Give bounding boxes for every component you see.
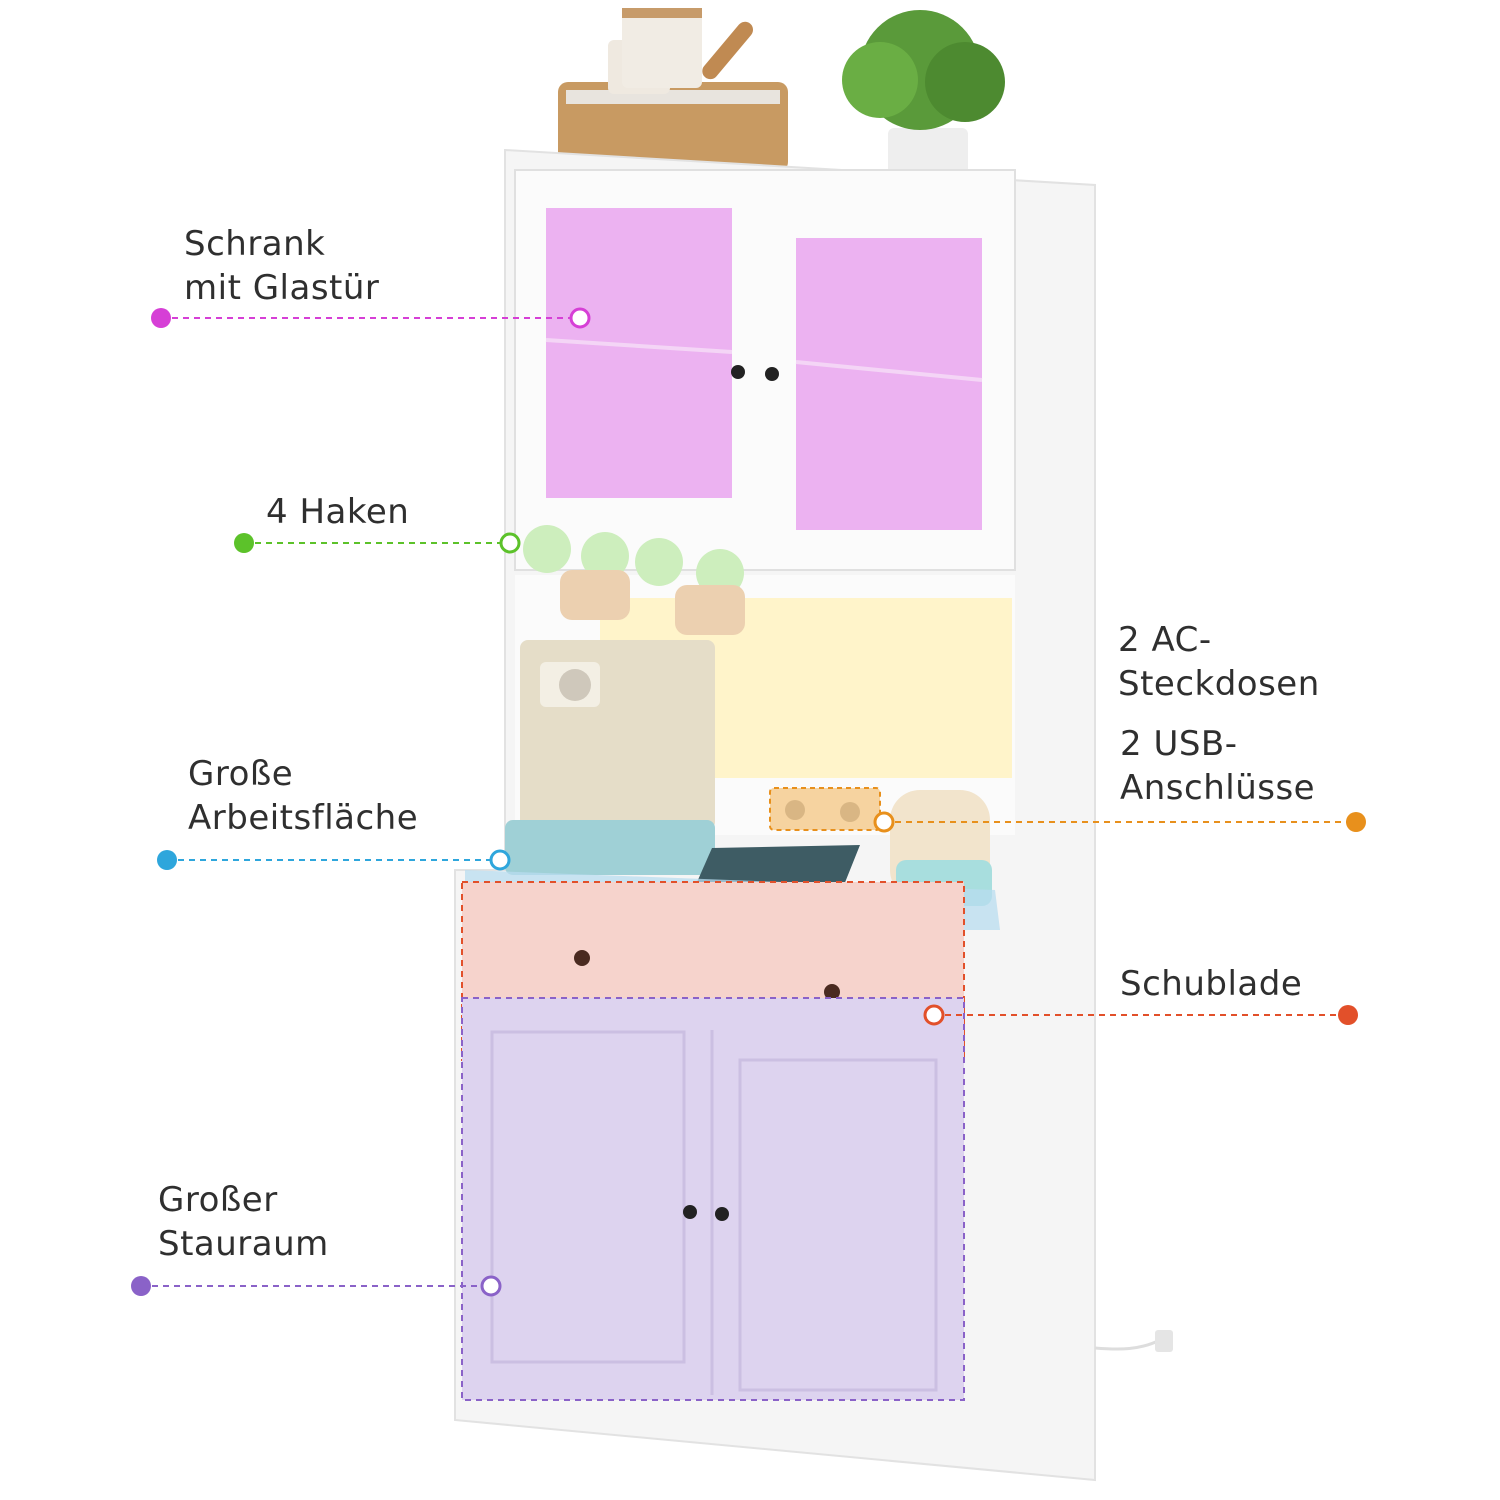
label-hooks: 4 Haken <box>266 490 409 534</box>
callout-line-worktop <box>157 849 511 871</box>
cabinet-body <box>454 148 1173 1482</box>
label-usb-line1: 2 USB- <box>1120 724 1238 764</box>
label-storage-line2: Stauraum <box>158 1224 329 1264</box>
callout-line-cabinet <box>151 307 591 329</box>
label-drawer: Schublade <box>1120 962 1302 1006</box>
label-storage-line1: Großer <box>158 1180 278 1220</box>
label-worktop-line2: Arbeitsfläche <box>188 798 419 838</box>
label-outlets: 2 AC- Steckdosen <box>1118 618 1320 706</box>
label-cabinet-line1: Schrank <box>184 224 326 264</box>
label-outlets-line2: Steckdosen <box>1118 664 1320 704</box>
label-cabinet: Schrank mit Glastür <box>184 222 379 310</box>
label-storage: Großer Stauraum <box>158 1178 329 1266</box>
label-usb-line2: Anschlüsse <box>1120 768 1316 808</box>
callout-line-hooks <box>234 532 521 554</box>
callout-line-drawer <box>923 1004 1358 1026</box>
label-drawer-line1: Schublade <box>1120 964 1303 1004</box>
callout-line-storage <box>131 1275 502 1297</box>
label-worktop-line1: Große <box>188 754 294 794</box>
label-usb: 2 USB- Anschlüsse <box>1120 722 1315 810</box>
label-outlets-line1: 2 AC- <box>1118 620 1212 660</box>
label-worktop: Große Arbeitsfläche <box>188 752 418 840</box>
label-cabinet-line2: mit Glastür <box>184 268 380 308</box>
top-decor <box>558 8 1005 198</box>
label-hooks-line1: 4 Haken <box>266 492 410 532</box>
callout-line-outlets <box>873 811 1366 833</box>
